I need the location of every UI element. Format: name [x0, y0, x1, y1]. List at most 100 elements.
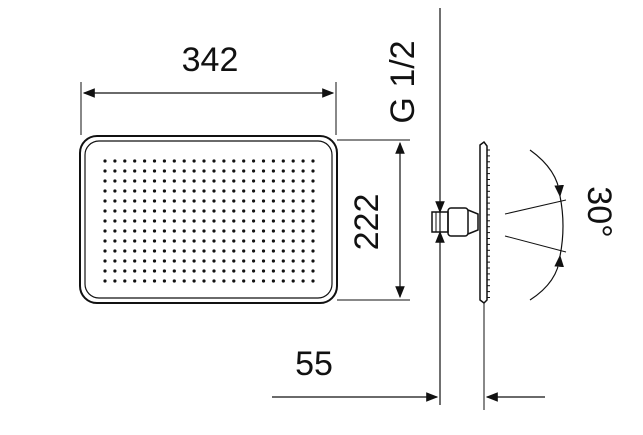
nozzle-dot: [281, 279, 285, 283]
nozzle-dot: [172, 159, 176, 163]
nozzle-dot: [242, 269, 246, 273]
nozzle-dot: [261, 229, 266, 233]
angle-dimension: 30°: [504, 149, 618, 301]
nozzle-dot: [162, 159, 166, 163]
nozzle-dot: [152, 259, 157, 263]
nozzle-dot: [123, 209, 127, 213]
nozzle-dot: [281, 199, 285, 203]
nozzle-dot: [301, 219, 305, 223]
nozzle-dot: [192, 239, 196, 243]
nozzle-dot: [311, 269, 315, 273]
nozzle-dot: [152, 159, 157, 163]
nozzle-dot: [232, 239, 236, 243]
nozzle-dot: [202, 199, 206, 203]
nozzle-dot: [103, 169, 107, 173]
nozzle-dot: [143, 169, 147, 173]
nozzle-dot: [301, 249, 305, 253]
nozzle-dot: [212, 249, 216, 253]
nozzle-dot: [301, 279, 305, 283]
nozzle-dot: [202, 259, 206, 263]
nozzle-dot: [143, 269, 147, 273]
nozzle-dot: [113, 179, 117, 183]
nozzle-dot: [172, 269, 176, 273]
nozzle-dot: [103, 199, 107, 203]
nozzle-dot: [192, 259, 196, 263]
nozzle-dot: [113, 229, 117, 233]
nozzle-dot: [162, 259, 166, 263]
nozzle-dot: [281, 219, 285, 223]
nozzle-dot: [291, 259, 295, 263]
nozzle-dot: [182, 259, 186, 263]
nozzle-dot: [212, 179, 216, 183]
head-profile: [479, 140, 488, 304]
nozzle-dot: [103, 229, 107, 233]
nozzle-dot: [172, 219, 176, 223]
nozzle-dot: [182, 239, 186, 243]
nozzle-dot: [261, 179, 266, 183]
nozzle-dot: [182, 209, 186, 213]
depth-dimension: 55: [272, 303, 545, 410]
nozzle-dot: [162, 209, 166, 213]
nozzle-dot: [271, 269, 275, 273]
nozzle-dot: [291, 189, 295, 193]
nozzle-dot: [261, 189, 266, 193]
nozzle-dot: [113, 239, 117, 243]
nozzle-dot: [103, 279, 107, 283]
height-dimension: 222: [337, 139, 410, 301]
nozzle-dot: [232, 189, 236, 193]
nozzle-dot: [143, 219, 147, 223]
nozzle-dot: [113, 209, 117, 213]
nozzle-dot: [152, 169, 157, 173]
nozzle-dot: [301, 169, 305, 173]
nozzle-dot: [172, 169, 176, 173]
nozzle-dot: [222, 229, 226, 233]
nozzle-dot: [152, 189, 157, 193]
nozzle-dot: [113, 199, 117, 203]
nozzle-dot: [261, 219, 266, 223]
nozzle-dot: [311, 259, 315, 263]
nozzle-dot: [133, 209, 137, 213]
nozzle-dot: [143, 199, 147, 203]
head-nozzle-ticks: [487, 149, 490, 298]
nozzle-dot: [271, 219, 275, 223]
nozzle-dot: [182, 269, 186, 273]
nozzle-dot: [103, 239, 107, 243]
nozzle-dot: [242, 179, 246, 183]
nozzle-dot: [152, 199, 157, 203]
nozzle-dot: [172, 189, 176, 193]
nozzle-dot: [152, 239, 157, 243]
nozzle-dot: [271, 229, 275, 233]
nozzle-dot: [301, 179, 305, 183]
nozzle-dot: [271, 209, 275, 213]
nozzle-dot: [252, 199, 256, 203]
nozzle-dot: [291, 219, 295, 223]
nozzle-dot: [103, 189, 107, 193]
nozzle-dot: [242, 209, 246, 213]
nozzle-dot: [123, 159, 127, 163]
width-label: 342: [182, 41, 239, 79]
nozzle-dot: [281, 169, 285, 173]
nozzle-dot: [261, 239, 266, 243]
nozzle-dot: [192, 169, 196, 173]
nozzle-dot: [291, 249, 295, 253]
nozzle-dot: [222, 239, 226, 243]
nozzle-dot: [182, 189, 186, 193]
nozzle-dot: [162, 239, 166, 243]
nozzle-dot: [212, 239, 216, 243]
nozzle-dot: [311, 179, 315, 183]
nozzle-dot: [232, 209, 236, 213]
nozzle-dot: [281, 269, 285, 273]
nozzle-dot: [123, 269, 127, 273]
nozzle-dot: [113, 279, 117, 283]
nozzle-dot: [192, 159, 196, 163]
nozzle-dot: [242, 239, 246, 243]
nozzle-dot: [311, 229, 315, 233]
nozzle-dot: [301, 159, 305, 163]
nozzle-dot: [152, 229, 157, 233]
nozzle-dot: [133, 179, 137, 183]
nozzle-dot: [182, 199, 186, 203]
nozzle-dot: [123, 219, 127, 223]
nozzle-dot: [242, 249, 246, 253]
